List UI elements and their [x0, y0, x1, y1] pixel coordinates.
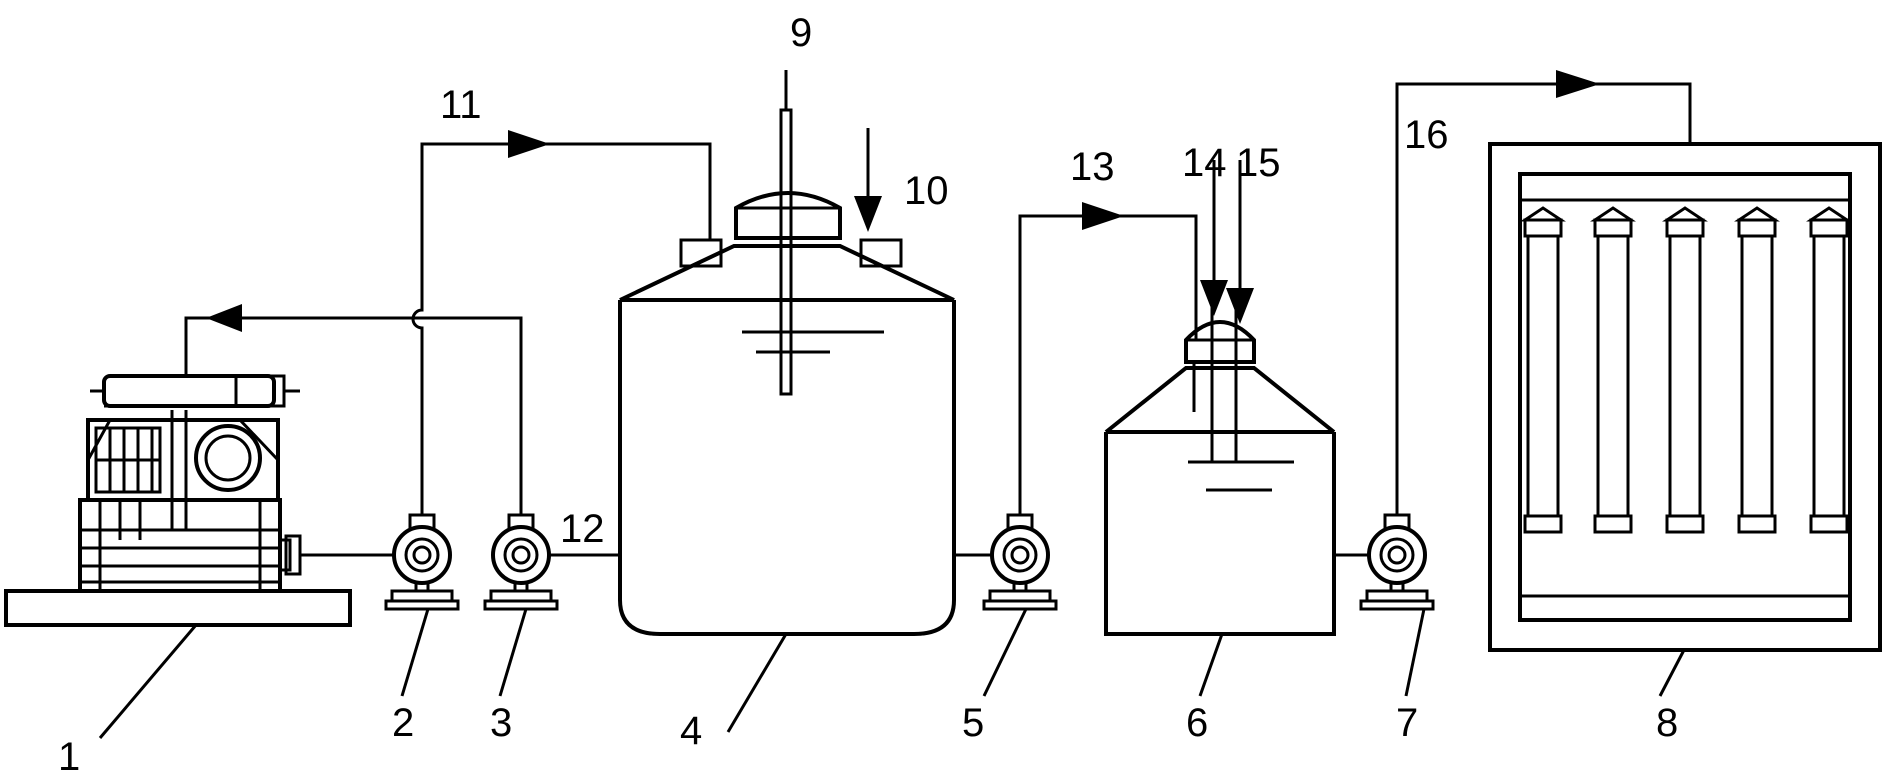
- arrow-11-right: [508, 130, 550, 158]
- label-12: 12: [560, 507, 605, 551]
- label-3: 3: [490, 701, 512, 745]
- label-2: 2: [392, 701, 414, 745]
- label-6: 6: [1186, 701, 1208, 745]
- label-10: 10: [904, 169, 949, 213]
- label-1: 1: [58, 735, 80, 779]
- reaction-tank: [618, 108, 956, 636]
- piping: [184, 70, 1692, 557]
- arrow-14-down: [1200, 280, 1228, 316]
- label-15: 15: [1236, 141, 1281, 185]
- label-7: 7: [1396, 701, 1418, 745]
- label-9: 9: [790, 11, 812, 55]
- column-3: [1665, 206, 1705, 534]
- arrow-10-down: [854, 196, 882, 232]
- label-8: 8: [1656, 701, 1678, 745]
- pump-5: [982, 513, 1058, 611]
- label-5: 5: [962, 701, 984, 745]
- label-14: 14: [1182, 141, 1227, 185]
- pump-2: [384, 513, 460, 611]
- flow-arrows: [206, 70, 1600, 332]
- column-1: [1523, 206, 1563, 534]
- column-2: [1593, 206, 1633, 534]
- arrow-15-down: [1226, 288, 1254, 324]
- arrow-16-right: [1556, 70, 1600, 98]
- label-4: 4: [680, 709, 702, 753]
- column-cabinet: [1488, 142, 1882, 652]
- settling-tank: [1104, 300, 1336, 636]
- label-16: 16: [1404, 113, 1449, 157]
- label-11: 11: [440, 83, 482, 127]
- pump-7: [1359, 513, 1435, 611]
- column-4: [1737, 206, 1777, 534]
- leader-lines: [98, 608, 1686, 739]
- column-5: [1809, 206, 1849, 534]
- arrow-13-right: [1082, 202, 1124, 230]
- callout-labels: 1 2 3 4 5 6 7 8 9 10 11 12 13 14 15 16: [58, 11, 1678, 779]
- blower-unit: [4, 374, 352, 627]
- arrow-return-left: [206, 304, 242, 332]
- pump-3: [483, 513, 559, 611]
- label-13: 13: [1070, 145, 1115, 189]
